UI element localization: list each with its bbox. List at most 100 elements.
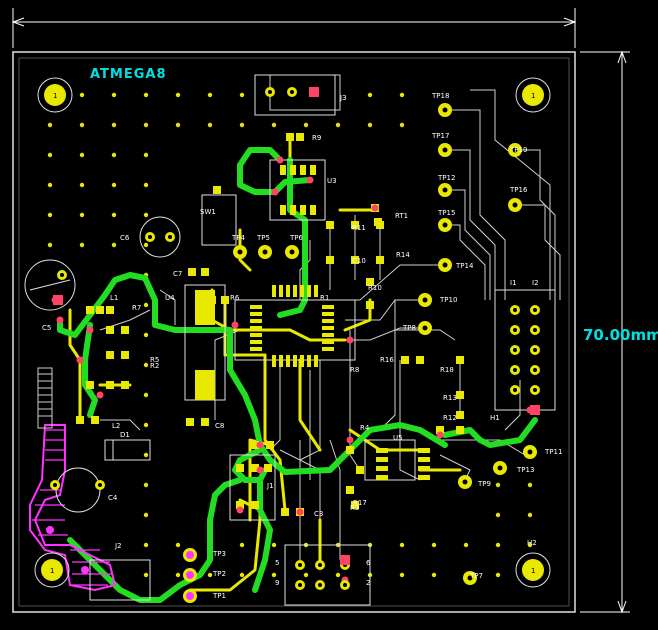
mount-hole-label: 1 (53, 92, 57, 100)
via-dot (143, 122, 149, 128)
smd-pad (96, 306, 104, 314)
connector-pin-number: 6 (366, 559, 371, 567)
component-label-i1: I1 (510, 279, 517, 287)
via-dot (111, 92, 117, 98)
ic-pin (418, 448, 430, 453)
component-label-h2: H2 (527, 539, 537, 547)
via-dot (111, 182, 117, 188)
smd-pad (456, 426, 464, 434)
ic-pin (314, 355, 318, 367)
via-dot (239, 92, 245, 98)
component-label-tp15: TP15 (437, 209, 455, 217)
pin1-square-pad (309, 87, 319, 97)
smd-pad (366, 278, 374, 286)
component-label-r11: R11 (352, 224, 366, 232)
via-dot (431, 572, 437, 578)
smd-pad (296, 133, 304, 141)
via-dot (143, 92, 149, 98)
via-dot (399, 92, 405, 98)
via-dot (207, 572, 213, 578)
component-label-c7: C7 (173, 270, 182, 278)
via (271, 188, 279, 196)
via-dot (175, 572, 181, 578)
ic-pin (279, 355, 283, 367)
via-dot (143, 182, 149, 188)
component-label-r18: R18 (440, 366, 454, 374)
component-label-d1: D1 (120, 431, 130, 439)
ic-pin (272, 355, 276, 367)
via (76, 356, 84, 364)
via-dot (143, 392, 149, 398)
ic-pin (322, 340, 334, 344)
pin1-square-pad (340, 555, 350, 565)
ic-pin (272, 285, 276, 297)
component-label-c6: C6 (120, 234, 130, 242)
connector-pin-number: 9 (275, 579, 279, 587)
component-label-r13: R13 (443, 394, 457, 402)
ic-pin (286, 355, 290, 367)
smd-pad (346, 486, 354, 494)
ic-pin (290, 165, 296, 175)
component-label-tp5: TP5 (256, 234, 270, 242)
component-label-tp6: TP6 (289, 234, 303, 242)
mounting-hole: 1 (34, 552, 70, 588)
via-dot (207, 92, 213, 98)
smd-pad (401, 356, 409, 364)
component-label-r10: R10 (368, 284, 382, 292)
smd-pad (351, 221, 359, 229)
thin-traces (99, 74, 561, 560)
via (256, 441, 264, 449)
via-dot (271, 572, 277, 578)
ic-pin (376, 457, 388, 462)
component-label-r17: R17 (353, 499, 367, 507)
ic-pin (250, 305, 262, 309)
via-dot (143, 572, 149, 578)
component-label-tp4: TP4 (231, 234, 245, 242)
ic-pin (250, 347, 262, 351)
ic-pin (280, 205, 286, 215)
via-dot (143, 362, 149, 368)
board-title: ATMEGA8 (90, 67, 167, 82)
smd-pad (356, 466, 364, 474)
component-label-tp10: TP10 (439, 296, 457, 304)
component-label-tp13: TP13 (516, 466, 534, 474)
via-dot (47, 242, 53, 248)
smd-pad (188, 268, 196, 276)
component-label-tp2: TP2 (212, 570, 226, 578)
smd-pad (86, 381, 94, 389)
via-dot (495, 512, 501, 518)
via-dot (143, 452, 149, 458)
smd-pad (201, 418, 209, 426)
smd-pad (456, 411, 464, 419)
smd-pad (106, 326, 114, 334)
component-label-c8: C8 (215, 422, 224, 430)
component-label-tp3: TP3 (212, 550, 226, 558)
smd-pad (91, 416, 99, 424)
via (86, 326, 94, 334)
ic-pin (322, 326, 334, 330)
component-label-tp9: TP9 (477, 480, 491, 488)
ic-pin (250, 333, 262, 337)
ic-pin (293, 355, 297, 367)
board-outline (12, 51, 576, 613)
via-dot (175, 122, 181, 128)
component-label-r1: R1 (320, 294, 329, 302)
via-dot (143, 212, 149, 218)
smd-pad (281, 508, 289, 516)
via (96, 391, 104, 399)
dimension-lines (11, 8, 630, 614)
ic-pin (418, 466, 430, 471)
via-dot (271, 542, 277, 548)
smd-pad (213, 186, 221, 194)
via (346, 436, 354, 444)
via-dot (79, 182, 85, 188)
component-label-r5: R5 (150, 356, 159, 364)
component-label-sw1: SW1 (200, 208, 216, 216)
mounting-hole: 1 (515, 552, 551, 588)
ic-pin (307, 285, 311, 297)
smd-pad (106, 351, 114, 359)
ic-pin (322, 347, 334, 351)
smd-pad (456, 391, 464, 399)
smd-pad (221, 296, 229, 304)
